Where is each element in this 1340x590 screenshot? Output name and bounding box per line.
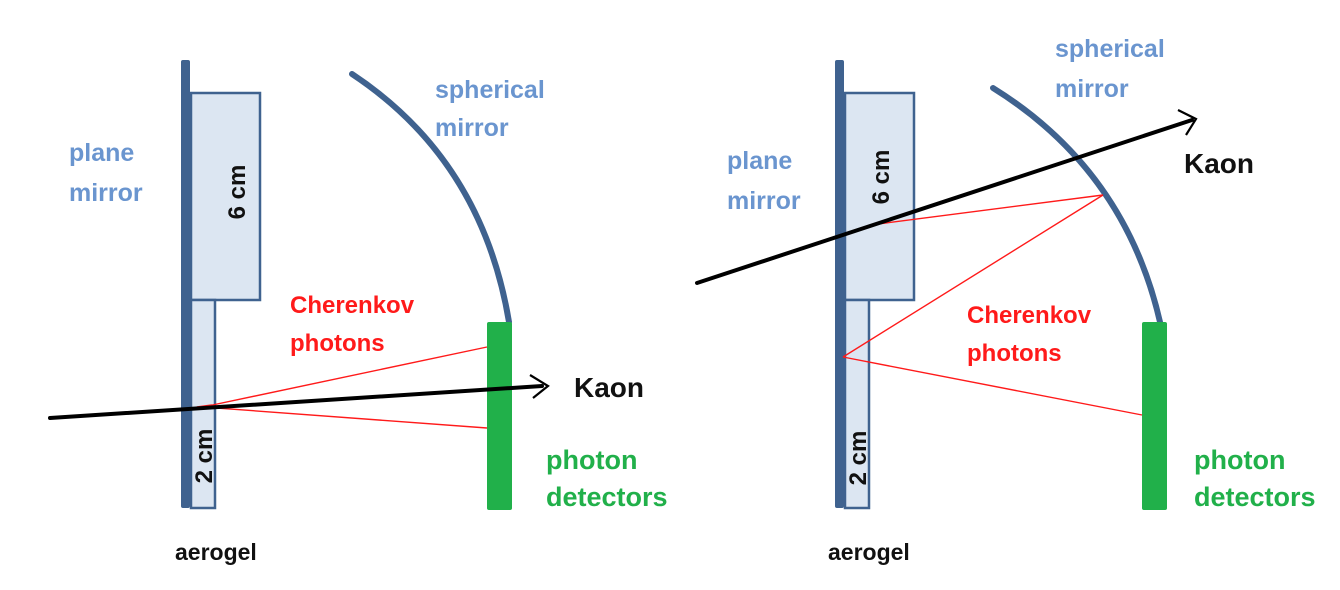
left-kaon-label: Kaon bbox=[574, 372, 644, 403]
right-cherenkov-label-line1: Cherenkov bbox=[967, 302, 1092, 329]
right-spherical-mirror bbox=[990, 85, 1163, 325]
right-spherical-mirror-label: spherical mirror bbox=[1055, 35, 1172, 103]
right-plane-mirror bbox=[835, 60, 844, 508]
left-kaon-track bbox=[48, 374, 550, 420]
right-detector-label-line2: detectors bbox=[1194, 482, 1316, 512]
right-detector-label: photon detectors bbox=[1194, 445, 1316, 512]
right-spherical-mirror-label-line1: spherical bbox=[1055, 35, 1165, 63]
right-cherenkov-label: Cherenkov photons bbox=[967, 302, 1098, 367]
right-plane-mirror-label: plane mirror bbox=[727, 147, 801, 215]
left-plane-mirror-label-line1: plane bbox=[69, 139, 134, 167]
left-spherical-mirror-label-line1: spherical bbox=[435, 76, 545, 104]
left-cherenkov-label-line2: photons bbox=[290, 330, 385, 357]
left-aerogel-thin-block bbox=[189, 298, 217, 510]
right-plane-mirror-label-line2: mirror bbox=[727, 187, 801, 215]
left-aerogel-label: aerogel bbox=[175, 539, 257, 565]
left-plane-mirror bbox=[181, 60, 190, 508]
right-cherenkov-photon-rays bbox=[842, 194, 1143, 416]
left-thin-block-label: 2 cm bbox=[191, 429, 218, 484]
right-spherical-mirror-label-line2: mirror bbox=[1055, 75, 1129, 103]
right-thick-block-label: 6 cm bbox=[868, 150, 895, 205]
right-thin-block-label: 2 cm bbox=[845, 431, 872, 486]
left-detector-label: photon detectors bbox=[546, 445, 668, 512]
right-aerogel-label: aerogel bbox=[828, 539, 910, 565]
left-photon-detector bbox=[487, 322, 512, 510]
left-cherenkov-label: Cherenkov photons bbox=[290, 292, 421, 357]
right-cherenkov-label-line2: photons bbox=[967, 340, 1062, 367]
left-spherical-mirror bbox=[349, 71, 512, 325]
left-detector-label-line2: detectors bbox=[546, 482, 668, 512]
right-plane-mirror-label-line1: plane bbox=[727, 147, 792, 175]
left-plane-mirror-label: plane mirror bbox=[69, 139, 143, 207]
right-aerogel-thick-block bbox=[843, 91, 916, 302]
left-spherical-mirror-label: spherical mirror bbox=[435, 76, 552, 142]
left-panel: plane mirror spherical mirror 6 cm 2 cm … bbox=[48, 60, 668, 565]
left-detector-label-line1: photon bbox=[546, 445, 637, 475]
left-thick-block-label: 6 cm bbox=[224, 165, 251, 220]
right-aerogel-thin-block bbox=[843, 298, 871, 510]
right-detector-label-line1: photon bbox=[1194, 445, 1285, 475]
left-plane-mirror-label-line2: mirror bbox=[69, 179, 143, 207]
right-panel: plane mirror spherical mirror 6 cm 2 cm … bbox=[695, 35, 1316, 565]
left-cherenkov-photon-rays bbox=[202, 346, 488, 429]
left-aerogel-thick-block bbox=[189, 91, 262, 302]
right-photon-detector bbox=[1142, 322, 1167, 510]
right-kaon-label: Kaon bbox=[1184, 148, 1254, 179]
right-kaon-track bbox=[695, 109, 1198, 285]
left-spherical-mirror-label-line2: mirror bbox=[435, 114, 509, 142]
left-cherenkov-label-line1: Cherenkov bbox=[290, 292, 415, 319]
